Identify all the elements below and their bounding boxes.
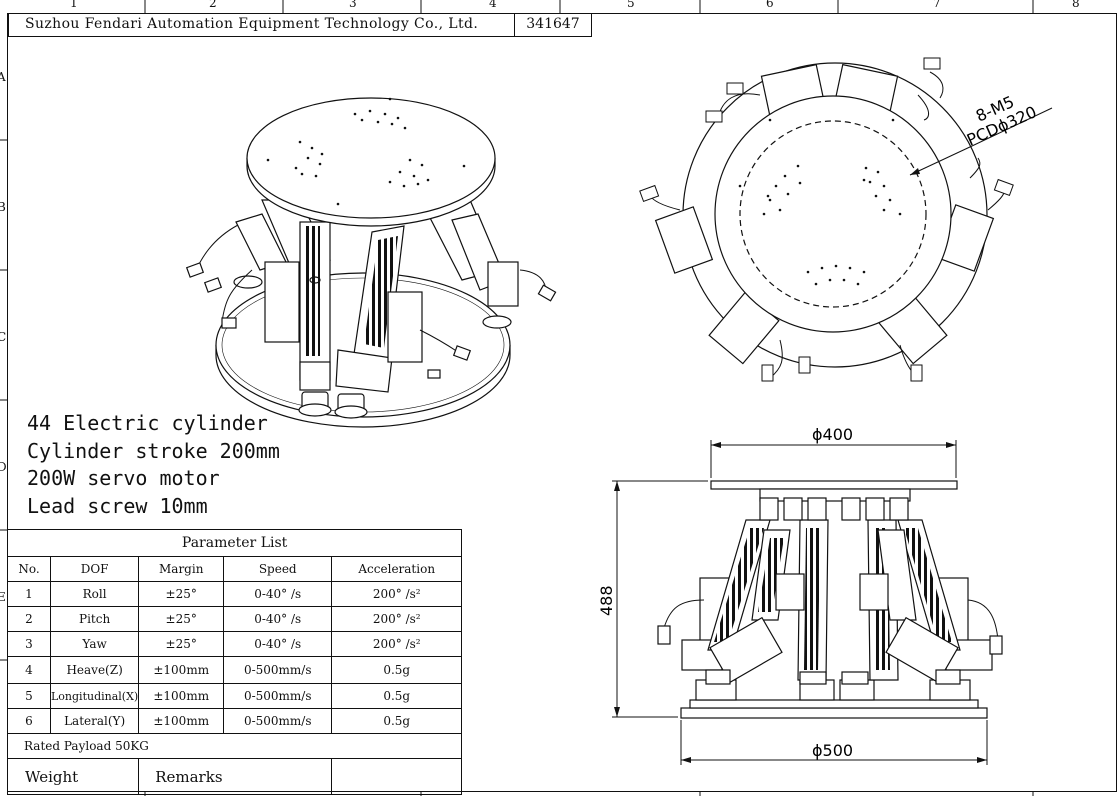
cell-no: 3 (7, 631, 51, 657)
cell-dof: Roll (49, 581, 140, 607)
spec-line: Lead screw 10mm (27, 493, 208, 518)
cell-speed: 0-500mm/s (223, 656, 333, 684)
zone-number: 5 (627, 0, 635, 10)
parameter-table: Parameter List No. DOF Margin Speed Acce… (6, 529, 463, 795)
table-row: 2 Pitch ±25° 0-40° /s 200° /s² (7, 606, 463, 632)
zone-number: 7 (933, 0, 941, 10)
zone-number: 6 (766, 0, 774, 10)
cell-margin: ±100mm (138, 683, 225, 709)
cell-no: 4 (7, 656, 51, 684)
zone-number: 4 (489, 0, 497, 10)
spec-line: 200W servo motor (27, 466, 220, 490)
cell-margin: ±100mm (138, 708, 225, 734)
cell-speed: 0-40° /s (223, 606, 333, 632)
company-name: Suzhou Fendari Automation Equipment Tech… (9, 13, 515, 36)
zone-letter: E (0, 590, 6, 604)
cell-speed: 0-500mm/s (223, 683, 333, 709)
remarks-label: Remarks (138, 758, 333, 795)
table-row: 3 Yaw ±25° 0-40° /s 200° /s² (7, 631, 463, 657)
zone-letter: D (0, 460, 7, 474)
cell-margin: ±25° (138, 581, 225, 607)
table-row: 1 Roll ±25° 0-40° /s 200° /s² (7, 581, 463, 607)
top-diameter-label: ϕ400 (812, 425, 853, 444)
cell-dof: Pitch (49, 606, 140, 632)
parameter-table-title: Parameter List (6, 529, 463, 557)
cell-no: 1 (7, 581, 51, 607)
cell-acceleration: 0.5g (331, 708, 463, 734)
spec-notes: 44 Electric cylinder Cylinder stroke 200… (27, 410, 280, 520)
cell-no: 6 (7, 708, 51, 734)
cell-dof: Heave(Z) (49, 656, 140, 684)
cell-margin: ±100mm (138, 656, 225, 684)
cell-margin: ±25° (138, 631, 225, 657)
cell-dof: Lateral(Y) (49, 708, 140, 734)
top-view (639, 57, 1053, 382)
cell-dof: Longitudinal(X) (49, 683, 140, 709)
height-label: 488 (597, 585, 616, 616)
title-block: Suzhou Fendari Automation Equipment Tech… (8, 13, 592, 37)
cell-acceleration: 200° /s² (331, 631, 463, 657)
zone-number: 8 (1072, 0, 1080, 10)
cell-dof: Yaw (49, 631, 140, 657)
table-row: 6 Lateral(Y) ±100mm 0-500mm/s 0.5g (7, 708, 463, 734)
table-row: 4 Heave(Z) ±100mm 0-500mm/s 0.5g (7, 656, 463, 684)
remarks-value (331, 758, 463, 795)
dimension-lines (612, 440, 988, 765)
spec-line: Cylinder stroke 200mm (27, 438, 280, 463)
isometric-view (185, 97, 557, 428)
cell-speed: 0-40° /s (223, 581, 333, 607)
zone-number: 1 (70, 0, 78, 10)
zone-letter: A (0, 70, 6, 84)
header-margin: Margin (138, 556, 225, 582)
zone-letter: B (0, 200, 6, 214)
zone-number: 2 (209, 0, 217, 10)
cell-speed: 0-40° /s (223, 631, 333, 657)
weight-label: Weight (6, 758, 140, 795)
cell-acceleration: 0.5g (331, 656, 463, 684)
header-dof: DOF (49, 556, 140, 582)
rated-payload: Rated Payload 50KG (6, 733, 463, 759)
zone-letter: C (0, 330, 7, 344)
base-diameter-label: ϕ500 (812, 741, 853, 760)
cell-acceleration: 200° /s² (331, 581, 463, 607)
zone-number: 3 (349, 0, 357, 10)
header-acceleration: Acceleration (331, 556, 463, 582)
cell-acceleration: 0.5g (331, 683, 463, 709)
front-view (657, 480, 1003, 719)
cell-speed: 0-500mm/s (223, 708, 333, 734)
header-no: No. (7, 556, 51, 582)
drawing-number: 341647 (526, 16, 580, 32)
table-row: 5 Longitudinal(X) ±100mm 0-500mm/s 0.5g (7, 683, 463, 709)
header-speed: Speed (223, 556, 333, 582)
spec-line: 44 Electric cylinder (27, 411, 268, 435)
cell-margin: ±25° (138, 606, 225, 632)
cell-no: 2 (7, 606, 51, 632)
cell-no: 5 (7, 683, 51, 709)
cell-acceleration: 200° /s² (331, 606, 463, 632)
